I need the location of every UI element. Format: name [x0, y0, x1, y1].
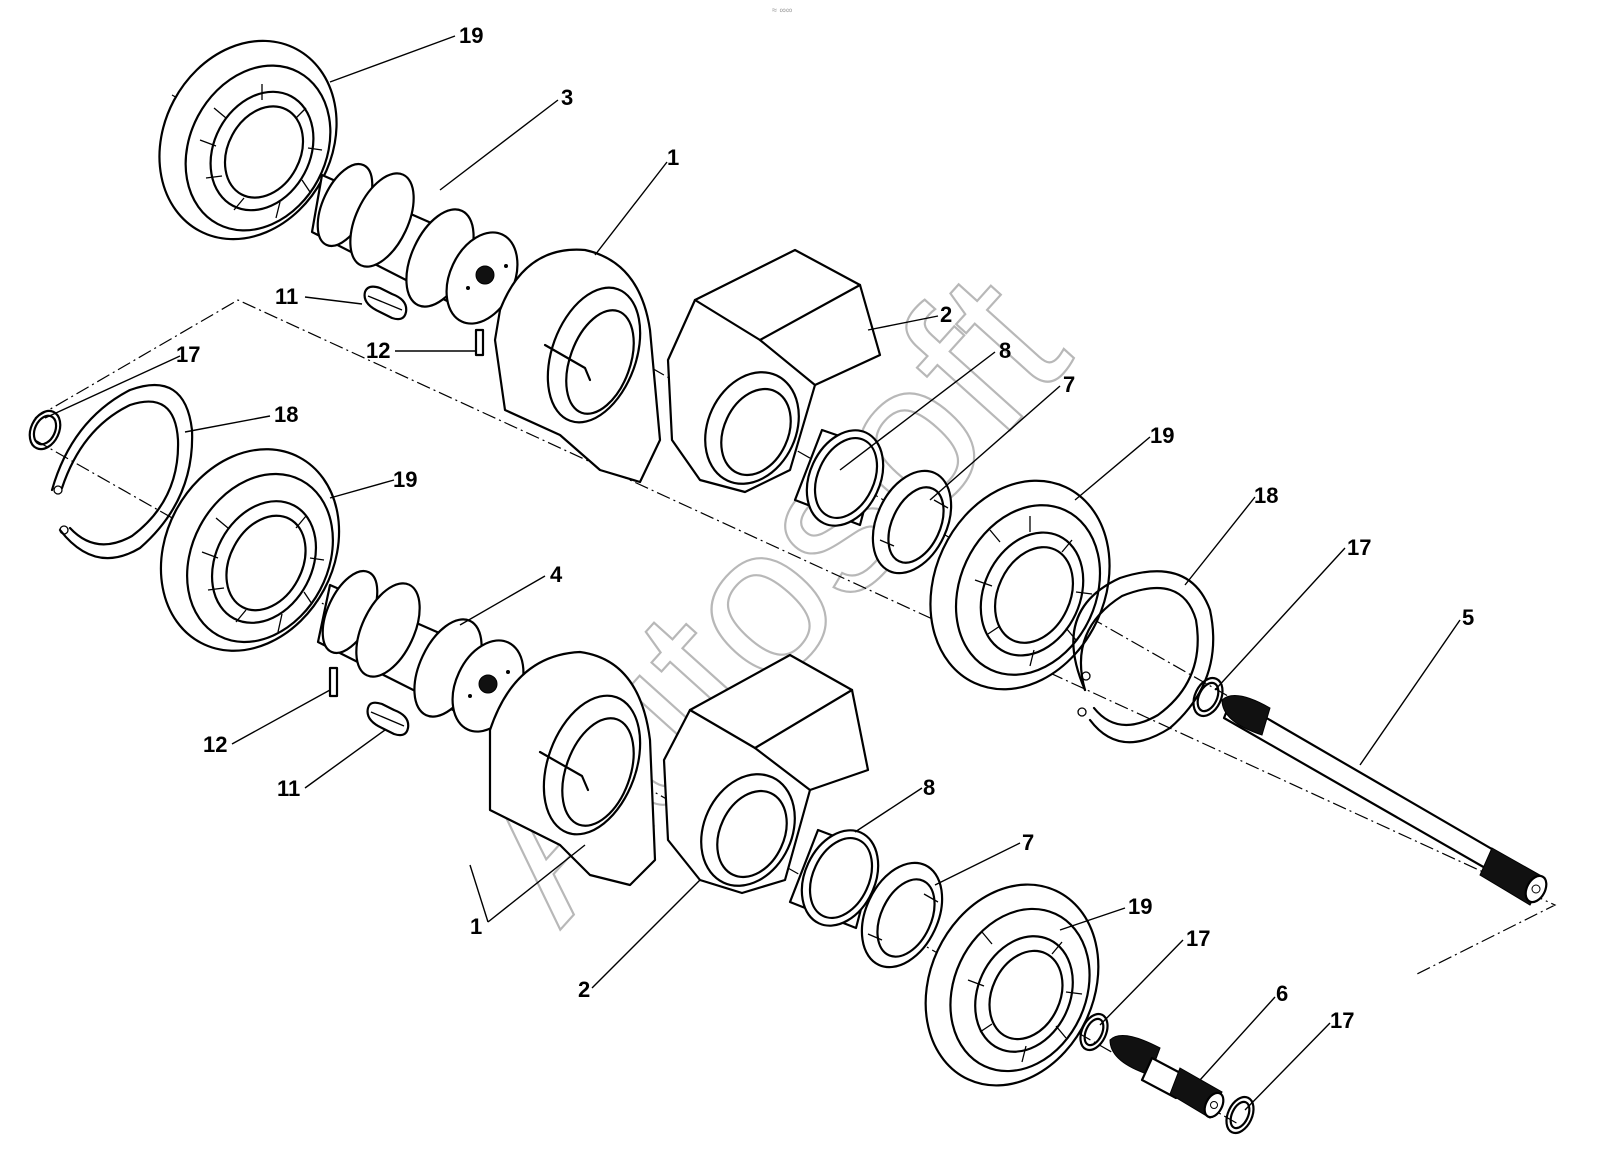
bearing-19-upper-right — [929, 479, 1111, 691]
callout-12-upper: 12 — [366, 338, 390, 363]
callout-1-upper: 1 — [667, 145, 679, 170]
callout-7-upper: 7 — [1063, 372, 1075, 397]
callout-2-upper: 2 — [940, 302, 952, 327]
snap-ring-17-lower-right — [1225, 1095, 1255, 1135]
callout-19-lower-left: 19 — [393, 467, 417, 492]
callout-2-lower: 2 — [578, 977, 590, 1002]
clamp-2-lower — [662, 653, 870, 895]
callout-3: 3 — [561, 85, 573, 110]
bushing-8-upper — [793, 428, 885, 527]
snap-ring-17-upper-right — [1192, 676, 1224, 718]
callout-5: 5 — [1462, 605, 1474, 630]
snap-ring-17-left — [28, 409, 62, 451]
key-11-upper — [363, 285, 408, 321]
callout-8-lower: 8 — [923, 775, 935, 800]
shaft-5 — [1221, 695, 1548, 906]
callout-17-lower-middle: 17 — [1186, 926, 1210, 951]
callout-4: 4 — [550, 562, 563, 587]
callout-17-upper-right: 17 — [1347, 535, 1371, 560]
bushing-8-lower — [788, 828, 880, 930]
bearing-19-upper-left — [158, 39, 338, 241]
seal-ring-7-lower — [860, 861, 944, 969]
pin-12-upper — [474, 328, 485, 357]
leader-lines — [44, 35, 1461, 1111]
seal-ring-7-upper — [871, 469, 953, 575]
callout-12-lower: 12 — [203, 732, 227, 757]
bearing-19-lower-left — [159, 448, 341, 652]
clamp-2-upper — [666, 248, 882, 494]
shaft-3 — [310, 162, 519, 325]
header-mark: ≈ ∞∞ — [772, 5, 792, 15]
clamp-1-lower — [488, 650, 657, 887]
pin-12-lower — [328, 666, 339, 698]
callout-6: 6 — [1276, 981, 1288, 1006]
callout-19-upper-right: 19 — [1150, 423, 1174, 448]
callout-19-lower-right: 19 — [1128, 894, 1152, 919]
clamp-1-upper — [493, 248, 662, 484]
callout-numbers: 19 3 1 11 2 12 8 17 7 18 19 19 18 17 4 5… — [176, 23, 1474, 1033]
shaft-4 — [316, 569, 525, 733]
callout-11-upper: 11 — [275, 284, 298, 309]
key-11-lower — [366, 701, 410, 737]
callout-18-left: 18 — [274, 402, 298, 427]
callout-7-lower: 7 — [1022, 830, 1034, 855]
callout-17-lower-right: 17 — [1330, 1008, 1354, 1033]
bearing-19-lower-right — [924, 883, 1100, 1087]
callout-17-left: 17 — [176, 342, 200, 367]
shaft-6 — [1109, 1035, 1225, 1119]
snap-ring-17-lower-middle — [1079, 1012, 1109, 1052]
callout-1-lower: 1 — [470, 914, 482, 939]
circlip-18-upper-right — [1072, 570, 1215, 744]
callout-19-top-left: 19 — [459, 23, 483, 48]
callout-18-right: 18 — [1254, 483, 1278, 508]
callout-8-upper: 8 — [999, 338, 1011, 363]
callout-11-lower: 11 — [277, 776, 300, 801]
